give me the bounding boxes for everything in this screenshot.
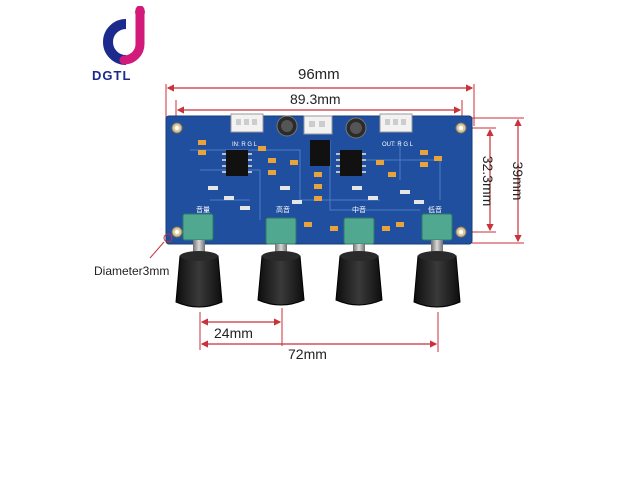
knob-label-4: 低音 bbox=[428, 205, 442, 214]
knob-1 bbox=[175, 213, 223, 308]
dimension-knob-spacing bbox=[199, 308, 283, 350]
knob-label-2: 高音 bbox=[276, 205, 290, 214]
knob-label-1: 音量 bbox=[196, 205, 210, 214]
dimension-board-height bbox=[472, 117, 524, 244]
board-width-label: 96mm bbox=[298, 66, 340, 83]
logo-text: DGTL bbox=[92, 68, 132, 83]
power-connector bbox=[303, 115, 333, 135]
hole-spacing-height-label: 32.3mm bbox=[480, 155, 496, 207]
ic-chip bbox=[226, 150, 248, 176]
logo-mark-icon bbox=[103, 5, 145, 65]
input-label: IN: R G L bbox=[232, 142, 258, 148]
knob-label-3: 中音 bbox=[352, 205, 366, 214]
pcb-board: IN: R G L OUT: R G L 音量 高音 中音 低音 bbox=[165, 113, 473, 245]
ic-chip bbox=[310, 140, 330, 166]
knob-2 bbox=[257, 217, 305, 306]
board-height-label: 39mm bbox=[510, 161, 526, 201]
hole-spacing-width-label: 89.3mm bbox=[290, 91, 341, 107]
ic-chip bbox=[340, 150, 362, 176]
knob-3 bbox=[335, 217, 383, 306]
knob-spacing-label: 24mm bbox=[214, 325, 253, 341]
hole-diameter-label: Diameter3mm bbox=[94, 264, 170, 278]
output-label: OUT: R G L bbox=[382, 142, 414, 148]
diameter-leader bbox=[149, 233, 173, 259]
knob-span-label: 72mm bbox=[288, 346, 327, 362]
knob-4 bbox=[413, 213, 461, 308]
dimension-knob-span bbox=[200, 312, 439, 352]
brand-logo bbox=[92, 5, 164, 68]
